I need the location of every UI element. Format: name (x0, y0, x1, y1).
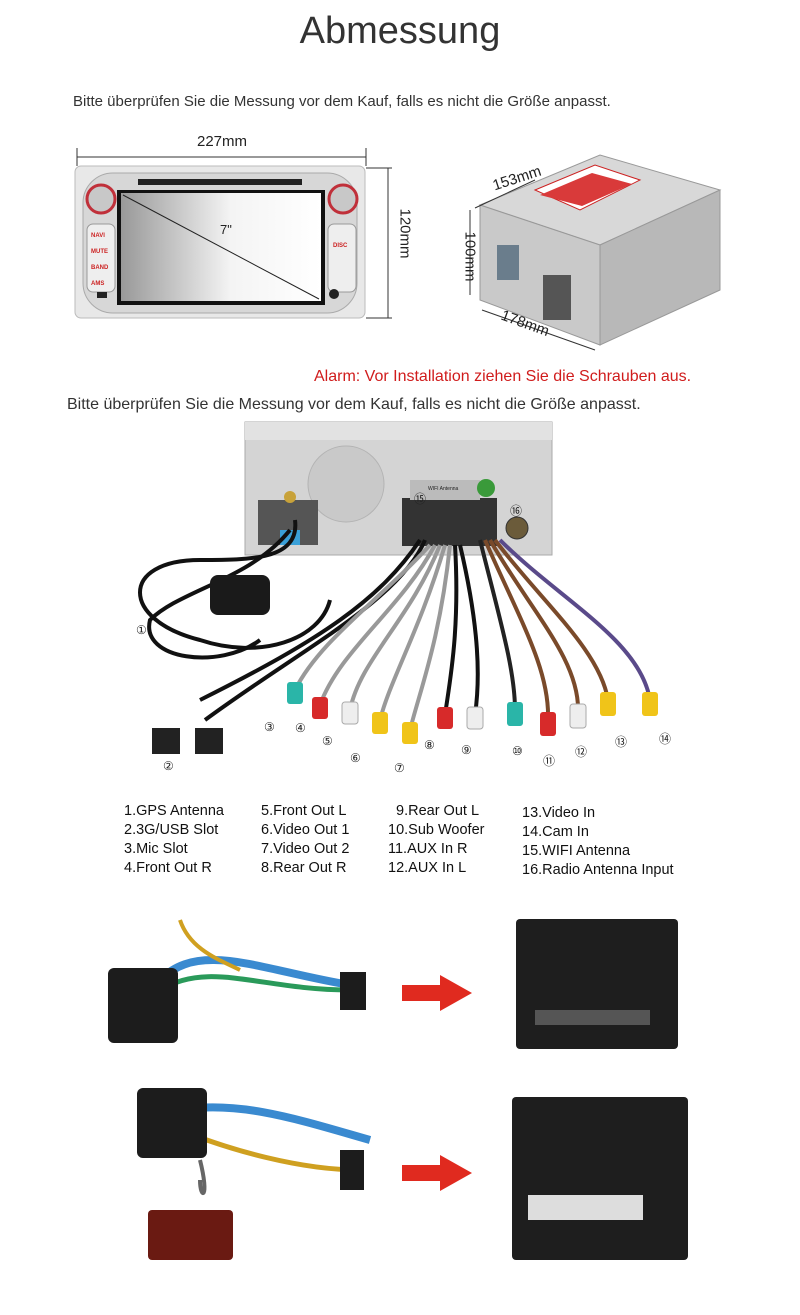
harness-2-image (137, 1088, 688, 1260)
callout-3: ③ (264, 720, 275, 734)
legend-item: 8.Rear Out R (261, 860, 347, 876)
callout-2: ② (163, 759, 174, 773)
box-height: 100mm (461, 231, 479, 282)
front-unit-image (74, 148, 392, 319)
measurement-note-2: Bitte überprüfen Sie die Messung vor dem… (67, 396, 641, 413)
callout-8: ⑧ (424, 738, 435, 752)
legend-item: 3.Mic Slot (124, 841, 188, 857)
callout-12: ⑫ (575, 745, 588, 759)
legend-item: 2.3G/USB Slot (124, 822, 219, 838)
callout-9: ⑨ (461, 743, 472, 757)
width-dimension: 227mm (197, 133, 248, 150)
callout-10: ⑩ (512, 744, 523, 758)
legend-item: 14.Cam In (522, 824, 589, 840)
height-dimension: 120mm (396, 208, 414, 259)
callout-15: ⑮ (414, 492, 427, 506)
box-unit-image (469, 154, 722, 351)
legend-item: 9.Rear Out L (396, 803, 480, 819)
legend-item: 1.GPS Antenna (124, 803, 224, 819)
legend-item: 7.Video Out 2 (261, 841, 350, 857)
legend-item: 15.WIFI Antenna (522, 843, 631, 859)
callout-14: ⑭ (659, 732, 672, 746)
left-buttons: NAVI MUTE BAND AMS (91, 228, 108, 292)
alarm-warning: Alarm: Vor Installation ziehen Sie die S… (314, 368, 692, 385)
callout-11: ⑪ (543, 754, 556, 768)
back-panel-image (244, 421, 553, 556)
legend-column-1: 1.GPS Antenna 2.3G/USB Slot 3.Mic Slot 4… (124, 802, 224, 878)
callout-6: ⑥ (350, 751, 361, 765)
wifi-antenna-label: WIFI Antenna (428, 486, 459, 492)
legend-item: 16.Radio Antenna Input (522, 862, 674, 878)
legend-column-4: 13.Video In 14.Cam In 15.WIFI Antenna 16… (522, 804, 674, 880)
mute-button: MUTE (91, 249, 108, 255)
legend-item: 10.Sub Woofer (388, 822, 485, 838)
screen-size: 7" (220, 222, 232, 237)
disc-button: DISC (333, 243, 348, 249)
callout-5: ⑤ (322, 734, 333, 748)
legend-column-2: 5.Front Out L 6.Video Out 1 7.Video Out … (261, 802, 349, 878)
cables-image (138, 519, 652, 754)
callout-7: ⑦ (394, 761, 405, 775)
legend-item: 11.AUX In R (388, 841, 468, 857)
navi-button: NAVI (91, 233, 105, 239)
legend-item: 13.Video In (522, 805, 596, 821)
harness-1-image (108, 919, 678, 1049)
band-button: BAND (91, 265, 109, 271)
ams-button: AMS (91, 281, 105, 287)
legend-item: 12.AUX In L (388, 860, 467, 876)
legend-item: 6.Video Out 1 (261, 822, 350, 838)
callout-13: ⑬ (615, 735, 628, 749)
callout-16: ⑯ (510, 504, 523, 518)
callout-1: ① (136, 623, 147, 637)
callout-4: ④ (295, 721, 306, 735)
legend-item: 5.Front Out L (261, 803, 347, 819)
measurement-note: Bitte überprüfen Sie die Messung vor dem… (73, 93, 611, 110)
page-title: Abmessung (299, 10, 501, 52)
legend-item: 4.Front Out R (124, 860, 212, 876)
rca-plugs (287, 682, 658, 744)
legend-column-3: 9.Rear Out L 10.Sub Woofer 11.AUX In R 1… (388, 802, 484, 878)
